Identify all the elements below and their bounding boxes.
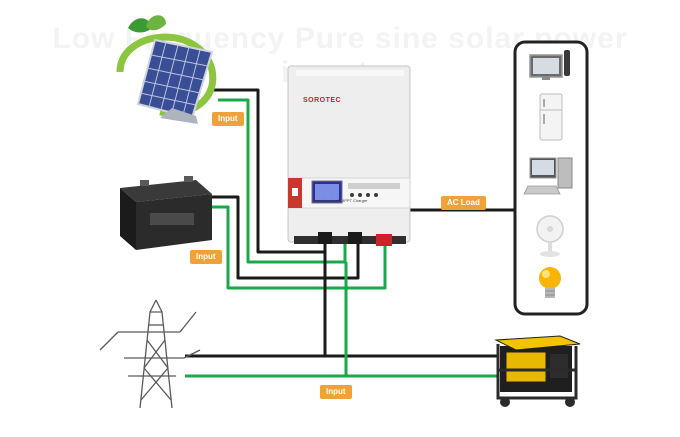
tv-icon <box>529 50 570 80</box>
solar-input-label: Input <box>212 112 244 126</box>
solar-panel-icon <box>116 15 217 124</box>
battery-icon <box>120 176 212 250</box>
solar-black-wire <box>210 88 327 254</box>
ac-load-label: AC Load <box>441 196 486 210</box>
battery-black-wire <box>205 195 360 280</box>
power-pylon-icon <box>99 299 201 409</box>
battery-green-wire <box>205 205 387 290</box>
inverter-model-text: Solar Inverter & MPPT Charger <box>312 198 368 203</box>
inverter-unit <box>287 65 411 246</box>
wires <box>185 88 515 378</box>
inverter-brand-logo: SOROTEC <box>303 97 342 104</box>
computer-icon <box>523 157 573 195</box>
ac-load-panel <box>513 40 589 316</box>
solar-green-wire <box>218 98 347 264</box>
fridge-icon <box>539 93 563 141</box>
generator-icon <box>494 335 581 407</box>
fan-icon <box>536 215 564 257</box>
grid-input-label: Input <box>320 385 352 399</box>
battery-input-label: Input <box>190 250 222 264</box>
light-bulb-icon <box>539 267 561 298</box>
